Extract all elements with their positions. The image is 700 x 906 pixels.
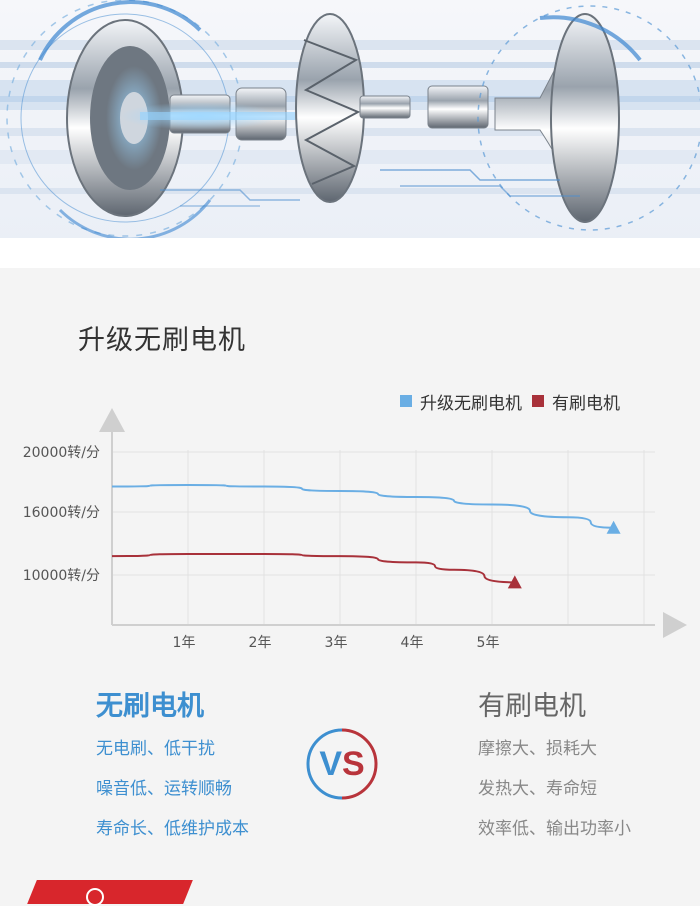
list-item: 发热大、寿命短 — [478, 779, 597, 799]
brushless-feature-list: 无电刷、低干扰 噪音低、运转顺畅 寿命长、低维护成本 — [96, 737, 249, 857]
motor-exploded-illustration-icon — [0, 0, 700, 241]
brushed-heading: 有刷电机 — [478, 691, 586, 722]
y-tick-label: 10000转/分 — [23, 568, 100, 584]
series-end-triangle-icon — [507, 575, 522, 589]
brushed-feature-list: 摩擦大、损耗大 发热大、寿命短 效率低、输出功率小 — [478, 737, 631, 857]
legend-item-brushed: 有刷电机 — [532, 389, 620, 414]
vs-text: VS — [305, 727, 379, 801]
legend-swatch-icon — [400, 395, 412, 407]
vs-letter-s: S — [342, 745, 365, 783]
x-axis-arrow-icon — [663, 612, 687, 638]
list-item: 寿命长、低维护成本 — [96, 819, 249, 839]
vs-ring-icon — [306, 728, 378, 800]
chart-legend: 升级无刷电机 有刷电机 — [400, 388, 680, 414]
x-tick-label: 2年 — [249, 635, 272, 651]
section-divider — [0, 238, 700, 268]
x-tick-label: 1年 — [173, 635, 196, 651]
x-tick-label: 5年 — [477, 635, 500, 651]
x-tick-label: 4年 — [401, 635, 424, 651]
line-chart: 20000转/分 16000转/分 10000转/分 1年 2年 3年 4年 5年 — [23, 408, 687, 651]
list-item: 摩擦大、损耗大 — [478, 739, 597, 759]
brushed-column: 有刷电机 摩擦大、损耗大 发热大、寿命短 效率低、输出功率小 — [478, 684, 631, 857]
vs-badge: VS — [305, 727, 379, 801]
y-tick-label: 16000转/分 — [23, 505, 100, 521]
legend-label: 升级无刷电机 — [420, 393, 522, 414]
hero-banner — [0, 0, 700, 268]
y-tick-label: 20000转/分 — [23, 445, 100, 461]
list-item: 噪音低、运转顺畅 — [96, 779, 232, 799]
list-item: 效率低、输出功率小 — [478, 819, 631, 839]
list-item: 无电刷、低干扰 — [96, 739, 215, 759]
legend-swatch-icon — [532, 395, 544, 407]
brushless-heading: 无刷电机 — [96, 691, 204, 722]
next-section-tab — [27, 880, 193, 904]
legend-label: 有刷电机 — [552, 393, 620, 414]
series-end-triangle-icon — [606, 520, 621, 534]
series-line-brushed — [111, 553, 515, 584]
y-axis-arrow-icon — [99, 408, 125, 432]
legend-item-brushless: 升级无刷电机 — [400, 389, 522, 414]
tab-dot-icon — [86, 888, 104, 906]
brushless-column: 无刷电机 无电刷、低干扰 噪音低、运转顺畅 寿命长、低维护成本 — [96, 684, 249, 857]
vs-letter-v: V — [319, 745, 342, 783]
chart-title: 升级无刷电机 — [78, 325, 246, 356]
x-tick-label: 3年 — [325, 635, 348, 651]
series-line-brushless — [111, 483, 614, 529]
